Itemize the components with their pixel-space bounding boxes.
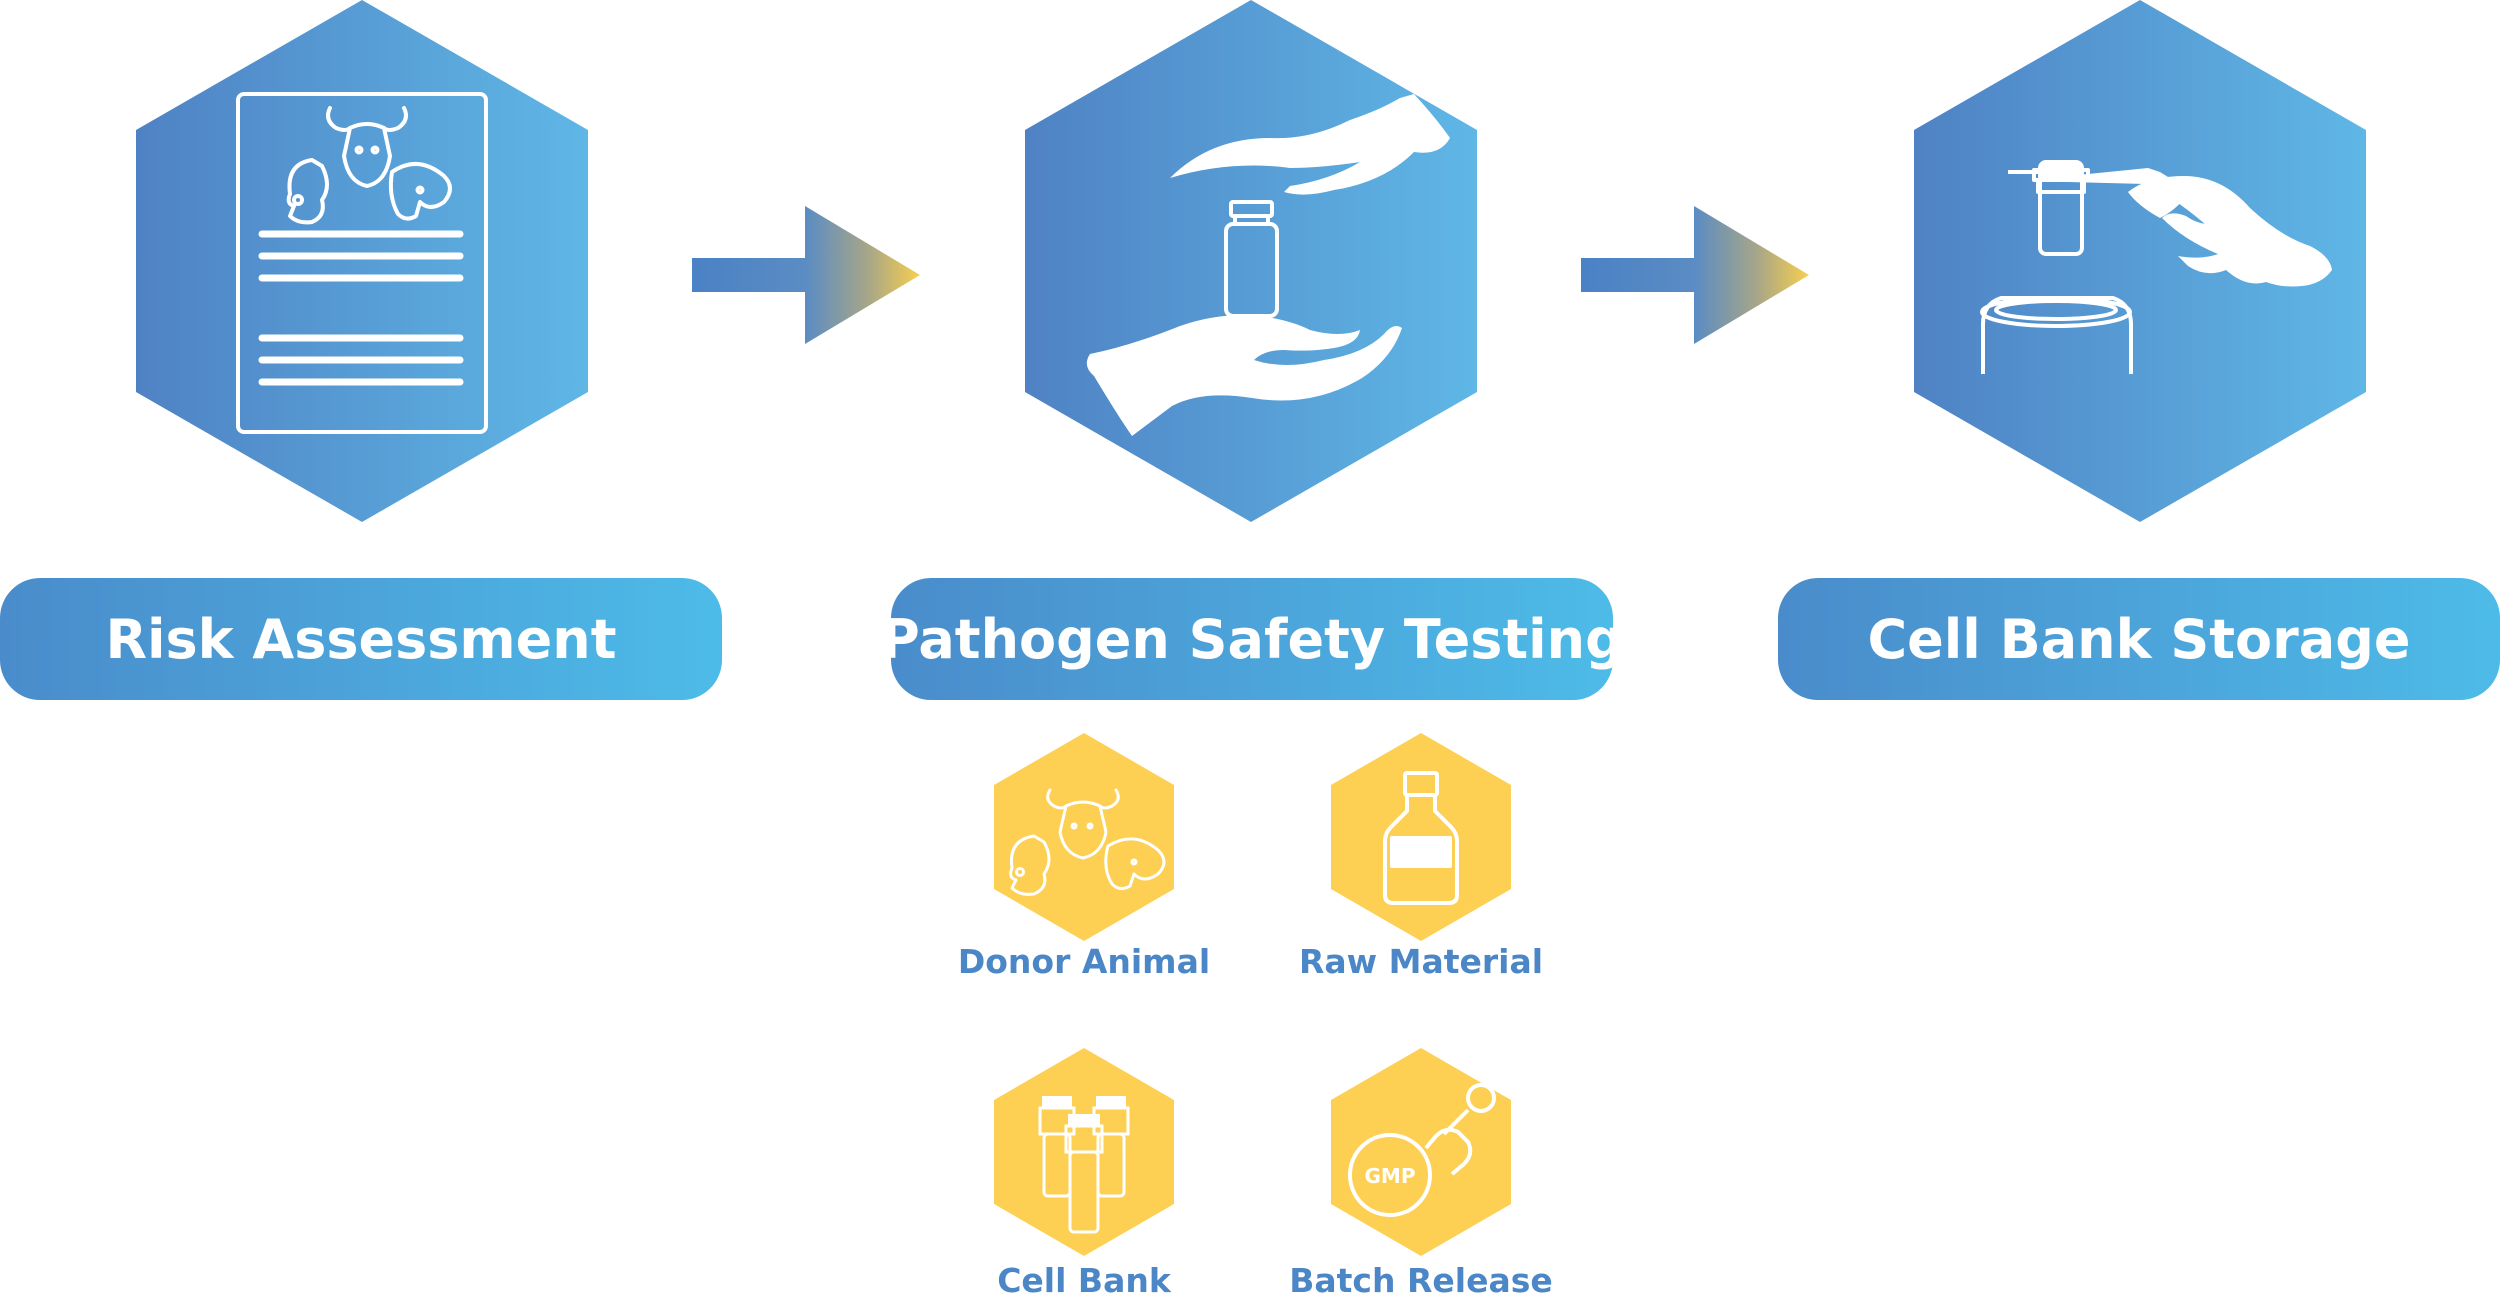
raw-material-label: Raw Material	[1298, 942, 1544, 981]
gmp-stamp-icon: GMP	[1348, 1083, 1496, 1217]
hand-cryovial-icon	[1980, 160, 2332, 374]
step-1-hexagon	[136, 0, 588, 522]
bottle-icon	[1383, 771, 1459, 905]
step-1-label: Risk Assessment	[105, 607, 617, 671]
donor-animal-hexagon	[994, 733, 1174, 941]
step-1-pill: Risk Assessment	[0, 578, 722, 700]
animals-icon	[1009, 788, 1166, 896]
bottle-label-icon	[1390, 836, 1452, 868]
stamp-text: GMP	[1365, 1164, 1416, 1188]
cell-bank-label: Cell Bank	[997, 1261, 1171, 1300]
step-3-hexagon	[1914, 0, 2366, 522]
arrow-1-icon	[692, 206, 920, 344]
step-3-pill: Cell Bank Storage	[1778, 578, 2500, 700]
vials-icon	[1038, 1096, 1130, 1234]
batch-release-label: Batch Release	[1289, 1261, 1553, 1300]
step-2-label: Pathogen Safety Testing	[880, 607, 1624, 671]
step-2-hexagon	[1025, 0, 1477, 522]
document-animals-icon	[236, 92, 488, 434]
donor-animal-label: Donor Animal	[957, 942, 1211, 981]
arrow-2-icon	[1581, 206, 1809, 344]
step-3-label: Cell Bank Storage	[1867, 607, 2411, 671]
step-2-pill: Pathogen Safety Testing	[880, 578, 1624, 700]
hands-vial-icon	[1086, 94, 1450, 436]
